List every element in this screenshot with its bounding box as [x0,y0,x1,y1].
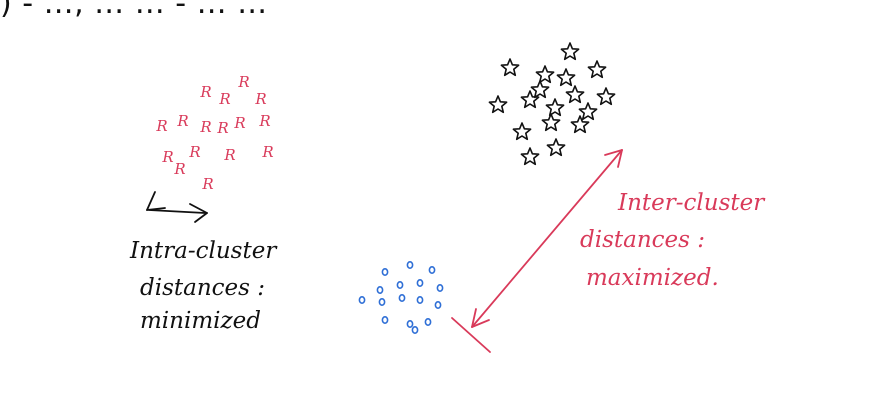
star-icon [530,80,550,99]
inter-cluster-label: Inter-cluster distances : maximized. [580,190,766,291]
intra-point-14: R [173,160,185,178]
partial-header-text: ) - …, … … - … … [0,0,268,21]
circle-icon [378,297,386,306]
intra-label-line-2: distances : [140,275,265,301]
star-icon [520,147,540,166]
intra-point-16: R [216,119,228,137]
star-icon [587,60,607,79]
circle-icon [434,300,442,309]
intra-point-12: R [223,146,235,164]
intra-point-3: R [218,90,230,108]
circle-icon [411,325,419,334]
intra-point-10: R [161,148,173,166]
star-icon [570,115,590,134]
star-icon [488,95,508,114]
star-icon [512,122,532,141]
circle-icon [416,278,424,287]
intra-point-2: R [237,73,249,91]
intra-distance-arrow [146,191,208,223]
star-icon [545,98,565,117]
circle-icon [376,285,384,294]
intra-label-line-3: minimized [140,308,261,334]
star-icon [546,138,566,157]
circle-icon [416,295,424,304]
intra-point-15: R [201,175,213,193]
circle-icon [406,260,414,269]
intra-point-4: R [254,90,266,108]
star-icon [500,58,520,77]
intra-point-5: R [155,117,167,135]
circle-icon [406,319,414,328]
star-icon [556,68,576,87]
star-icon [535,65,555,84]
intra-point-7: R [199,118,211,136]
dot-cluster-points [358,260,444,334]
circle-icon [436,283,444,292]
inter-label-line-2: distances : [580,227,705,253]
circle-icon [381,315,389,324]
intra-point-9: R [258,112,270,130]
circle-icon [381,267,389,276]
circle-icon [398,293,406,302]
circle-icon [358,295,366,304]
inter-distance-arrow [451,149,623,353]
star-icon [578,102,598,121]
intra-point-8: R [233,114,245,132]
circle-icon [424,317,432,326]
intra-point-13: R [261,143,273,161]
inter-label-line-1: Inter-cluster [617,190,766,216]
intra-point-11: R [188,143,200,161]
star-icon [560,42,580,61]
star-icon [596,87,616,106]
circle-icon [396,280,404,289]
intra-point-6: R [176,112,188,130]
circle-icon [428,265,436,274]
intra-point-1: R [199,83,211,101]
star-cluster-points [488,42,616,166]
intra-label-line-1: Intra-cluster [129,238,278,264]
inter-label-line-3: maximized. [586,265,719,291]
star-icon [565,85,585,104]
star-icon [541,113,561,132]
intra-cluster-label: Intra-cluster distances : minimized [129,238,278,334]
